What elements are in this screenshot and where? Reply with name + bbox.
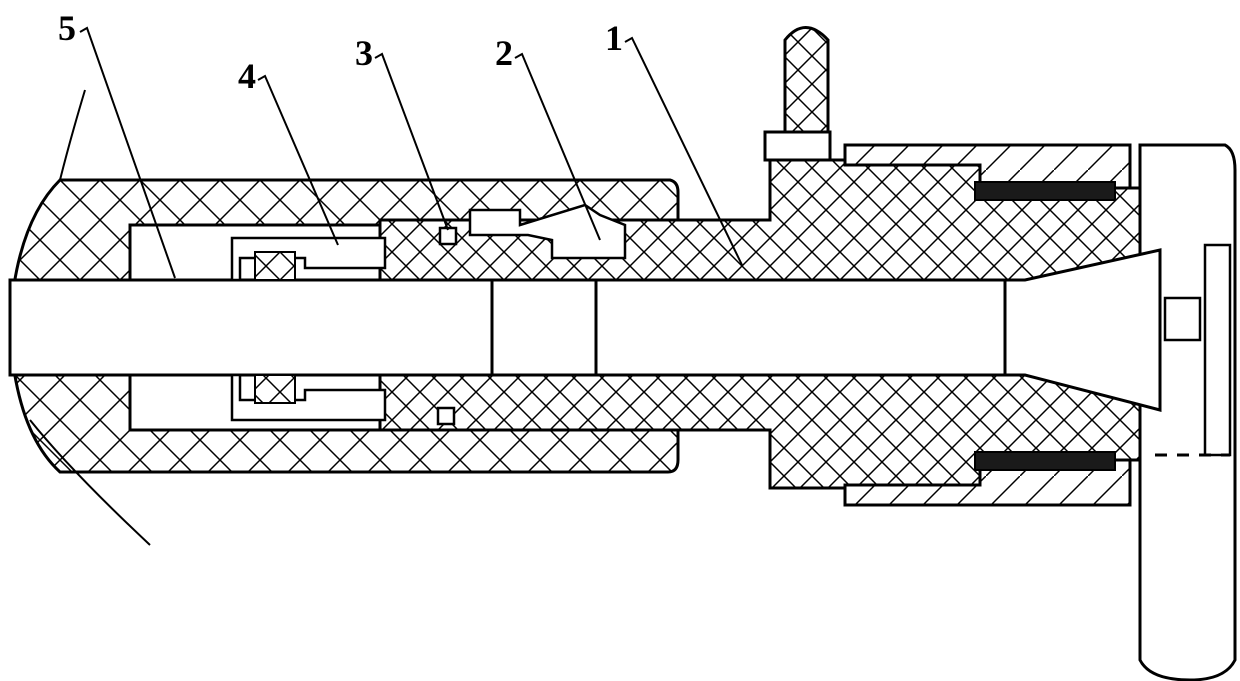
label-part-3: 3 <box>355 33 373 73</box>
inner-cavity-bottom <box>130 375 385 430</box>
label-part-2: 2 <box>495 33 513 73</box>
handle-knob <box>765 28 830 161</box>
label-part-1: 1 <box>605 18 623 58</box>
label-part-5: 5 <box>58 8 76 48</box>
outline-curve-top <box>60 90 85 180</box>
label-part-4: 4 <box>238 56 256 96</box>
end-plate <box>1140 145 1235 680</box>
inner-cavity-top <box>130 225 385 280</box>
seal-ring-bottom <box>438 408 454 424</box>
seal-ring-top <box>440 228 456 244</box>
